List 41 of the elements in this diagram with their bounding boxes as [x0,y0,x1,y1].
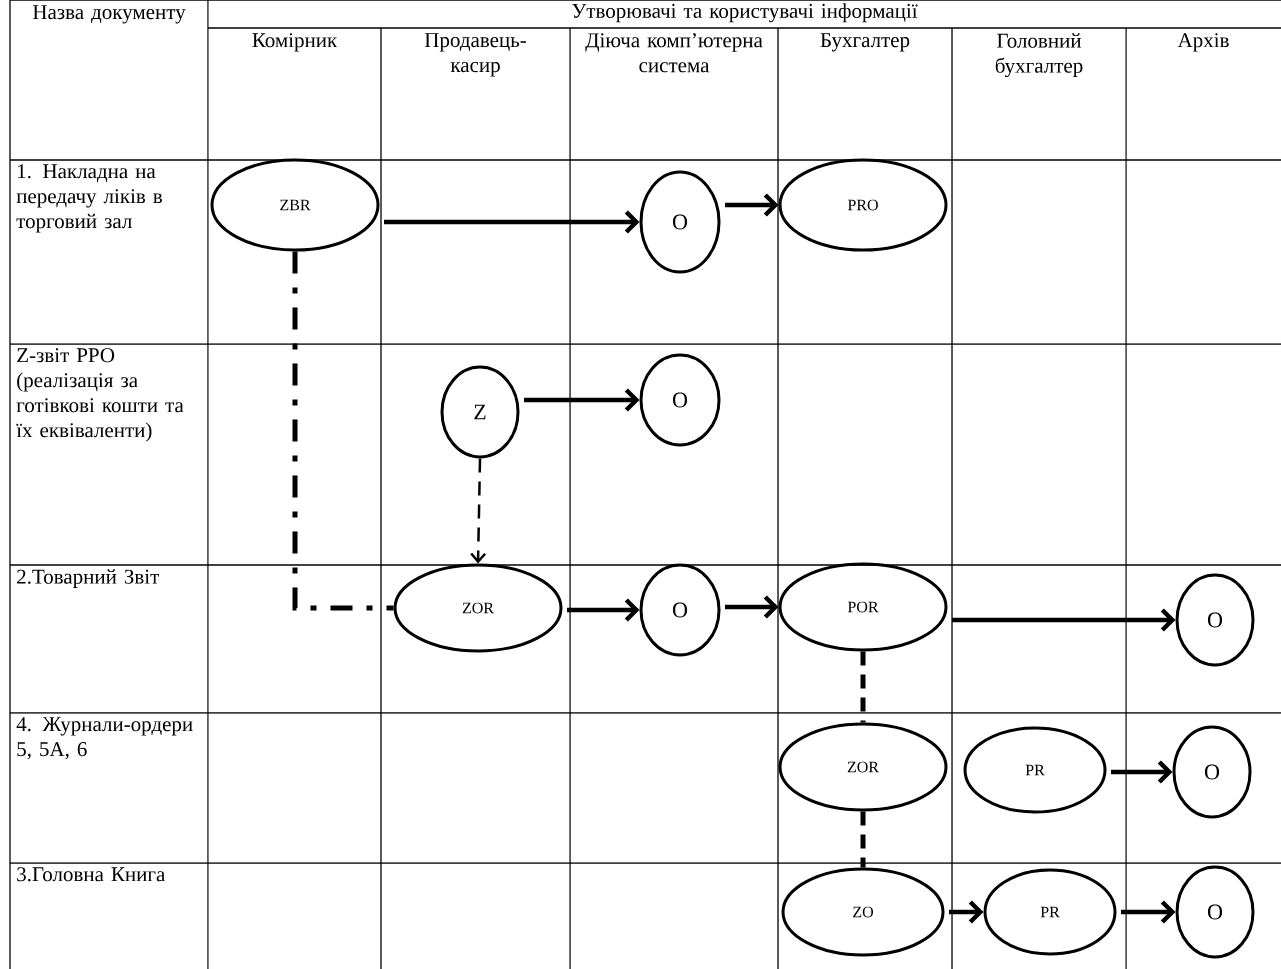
arrow [949,900,984,924]
ellipse-node: ZOR [778,722,948,812]
column-header: Бухгалтер [820,33,910,52]
column-header: Назва документу [32,5,186,24]
ellipse-node: PRO [778,158,948,252]
ellipse-node: PR [983,868,1117,956]
column-header: Архів [1177,33,1229,52]
arrow [725,595,779,619]
row-header: 1. Накладна на передачу ліків в торговий зал [16,164,162,233]
row-header: Z-звіт РРО (реалізація за готівкові кошти та їх еквіваленти) [16,348,184,442]
row-header: 3.Головна Книга [17,867,166,882]
ellipse-node: PR [963,726,1107,814]
arrow [384,210,640,234]
column-header: Головний бухгалтер [995,33,1083,78]
column-header: Комірник [252,33,338,52]
connector-line [860,811,866,868]
arrow [725,193,779,217]
row-header: 2.Товарний Звіт [17,569,159,589]
ellipse-node: ZBR [210,158,380,252]
ellipse-node: POR [778,562,948,652]
column-header: Утворювачі та користувачі інформації [572,3,918,23]
column-header: Продавець-касир [424,33,526,77]
circle-node: O [1172,725,1252,819]
arrow [567,598,640,622]
column-header: Діюча комп’ютерна система [585,33,763,73]
row-header: 4. Журнали-ордери 5, 5А, 6 [16,717,193,760]
arrow [470,458,487,564]
connector-line [860,651,866,723]
arrow [1121,900,1176,924]
circle-node: O [1175,573,1255,667]
ellipse-node: ZO [781,867,945,957]
circle-node: O [639,170,721,274]
circle-node: O [639,563,721,657]
arrow [524,388,640,412]
circle-node: Z [440,365,520,459]
connector-line [292,251,394,611]
ellipse-node: ZOR [393,563,563,653]
circle-node: O [1175,865,1255,959]
arrow [952,608,1176,632]
arrow [1111,760,1173,784]
circle-node: O [639,353,721,447]
